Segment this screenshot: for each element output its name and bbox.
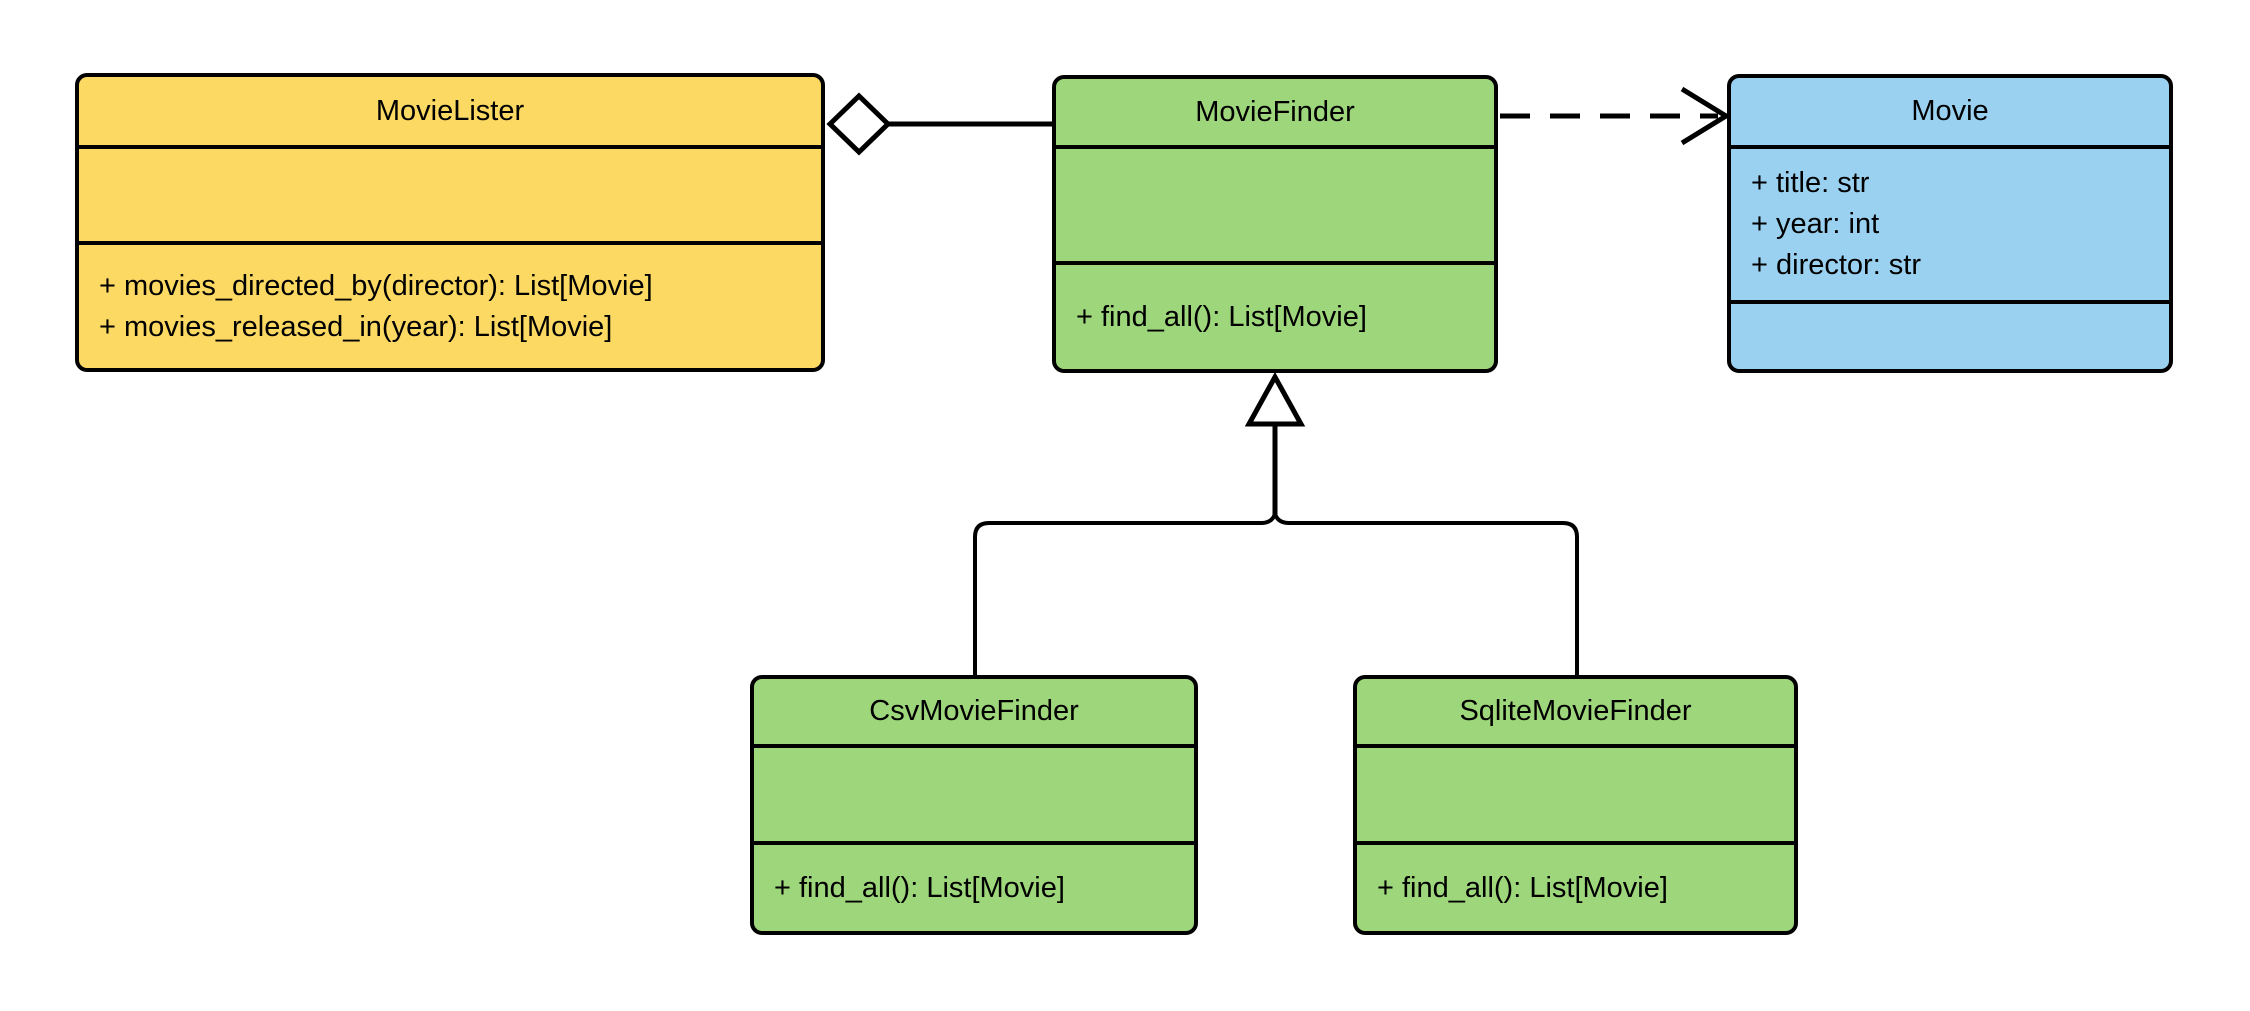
class-movielister-methods-compartment: + movies_directed_by(director): List[Mov…: [79, 241, 821, 368]
class-moviefinder-title-compartment: MovieFinder: [1056, 79, 1494, 145]
method-label: + find_all(): List[Movie]: [1377, 871, 1668, 904]
class-movielister: MovieLister + movies_directed_by(directo…: [75, 73, 825, 372]
class-moviefinder: MovieFinder + find_all(): List[Movie]: [1052, 75, 1498, 373]
class-movielister-title-compartment: MovieLister: [79, 77, 821, 145]
attribute-label: + title: str: [1751, 167, 1870, 199]
inheritance-branch-line: [973, 507, 1579, 677]
aggregation-connector-movielister-moviefinder: [826, 92, 1058, 156]
inheritance-triangle-icon: [1244, 371, 1306, 427]
class-csvmoviefinder-name: CsvMovieFinder: [869, 695, 1079, 727]
class-sqlitemoviefinder-name: SqliteMovieFinder: [1459, 695, 1692, 727]
method-label: + movies_directed_by(director): List[Mov…: [99, 269, 653, 302]
dependency-connector-moviefinder-movie: [1500, 86, 1731, 146]
class-movie-attributes-compartment: + title: str + year: int + director: str: [1731, 145, 2169, 300]
method-label: + movies_released_in(year): List[Movie]: [99, 310, 613, 343]
class-movielister-name: MovieLister: [375, 94, 525, 127]
dependency-open-arrowhead-icon: [1680, 86, 1731, 146]
inheritance-connector: [973, 371, 1579, 677]
class-movie-name: Movie: [1911, 95, 1989, 127]
class-csvmoviefinder-attributes-compartment: [754, 744, 1194, 841]
class-sqlitemoviefinder: SqliteMovieFinder + find_all(): List[Mov…: [1353, 675, 1798, 935]
class-sqlitemoviefinder-title-compartment: SqliteMovieFinder: [1357, 679, 1794, 744]
aggregation-diamond-icon: [826, 92, 892, 156]
class-csvmoviefinder-methods-compartment: + find_all(): List[Movie]: [754, 841, 1194, 931]
class-moviefinder-name: MovieFinder: [1195, 95, 1355, 128]
method-label: + find_all(): List[Movie]: [1076, 300, 1367, 333]
attribute-label: + year: int: [1751, 208, 1880, 240]
class-csvmoviefinder-title-compartment: CsvMovieFinder: [754, 679, 1194, 744]
method-label: + find_all(): List[Movie]: [774, 871, 1065, 904]
class-moviefinder-methods-compartment: + find_all(): List[Movie]: [1056, 261, 1494, 369]
class-movie-title-compartment: Movie: [1731, 78, 2169, 145]
class-movielister-attributes-compartment: [79, 145, 821, 241]
class-csvmoviefinder: CsvMovieFinder + find_all(): List[Movie]: [750, 675, 1198, 935]
attribute-label: + director: str: [1751, 249, 1922, 281]
class-movie: Movie + title: str + year: int + directo…: [1727, 74, 2173, 373]
class-moviefinder-attributes-compartment: [1056, 145, 1494, 261]
class-movie-methods-compartment: [1731, 300, 2169, 369]
class-sqlitemoviefinder-attributes-compartment: [1357, 744, 1794, 841]
class-sqlitemoviefinder-methods-compartment: + find_all(): List[Movie]: [1357, 841, 1794, 931]
